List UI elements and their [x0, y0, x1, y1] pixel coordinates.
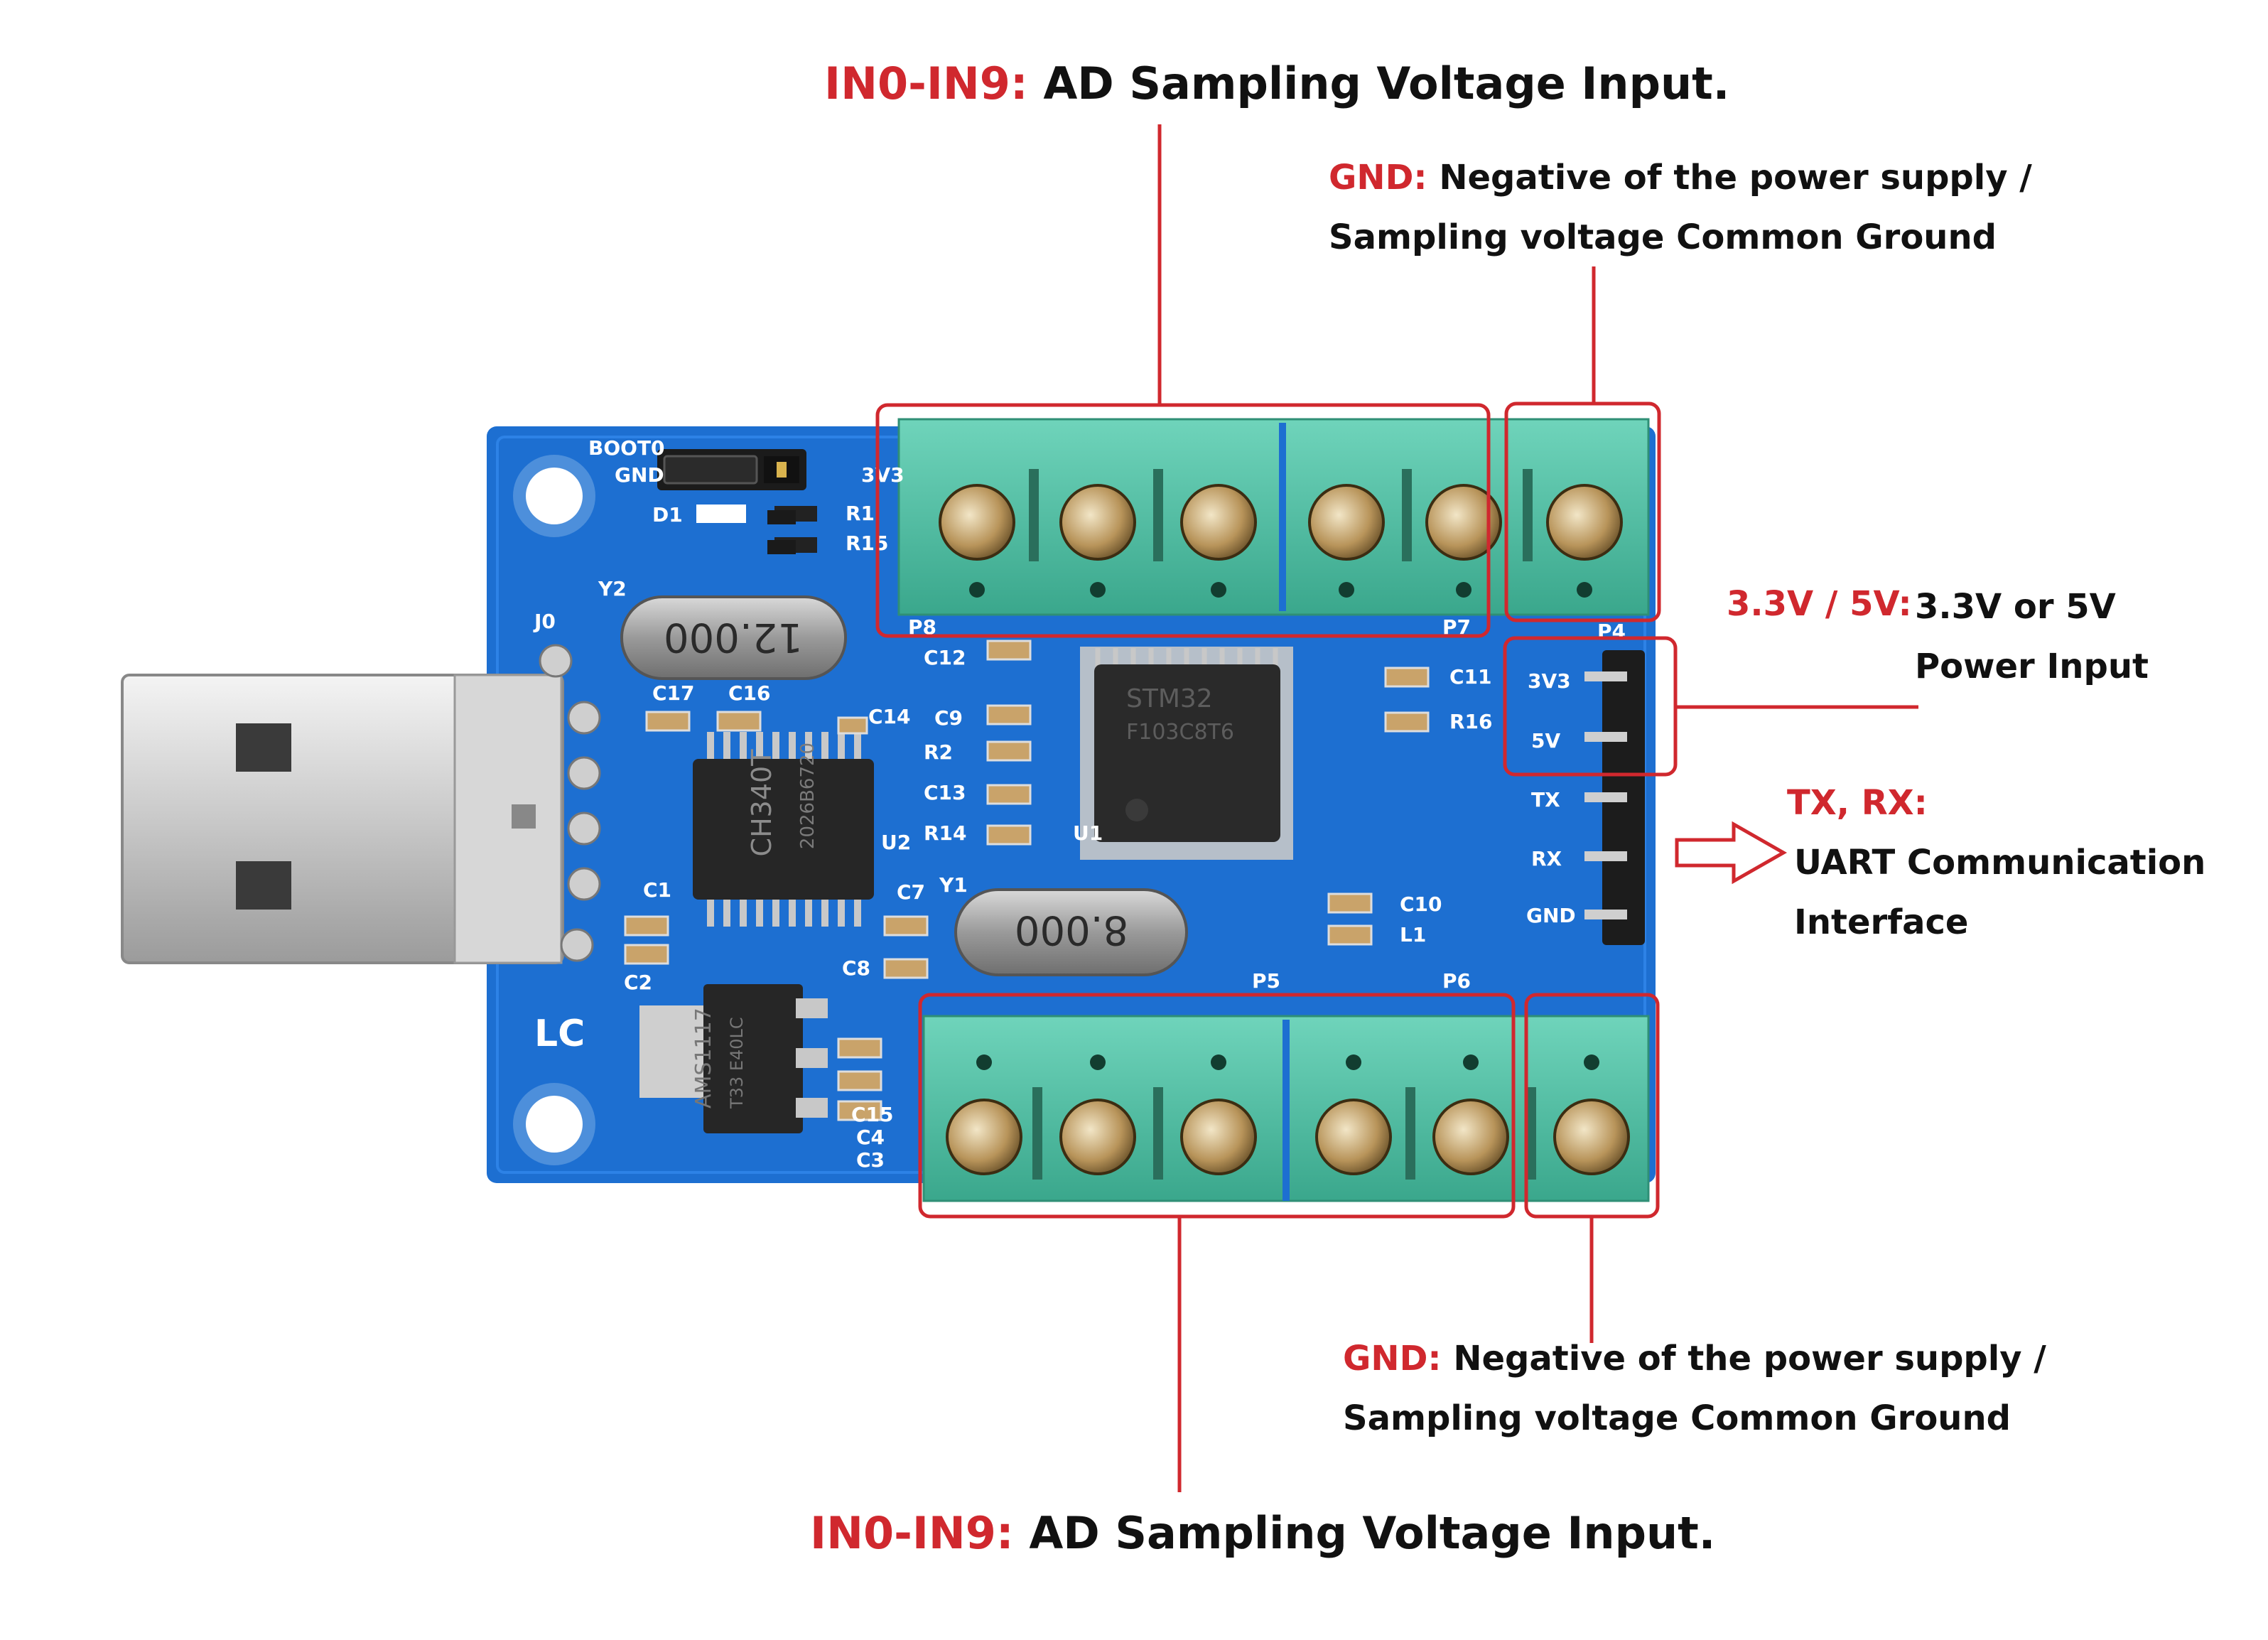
- uart-arrow-icon: [1675, 821, 1788, 885]
- silk-pin-gnd: GND: [1526, 904, 1576, 927]
- silk-c14: C14: [868, 705, 911, 728]
- silk-u1: U1: [1073, 821, 1103, 845]
- silkscreen: BOOT0 GND 3V3 D1 R1 R15 Y2 J0 P8 P7 P4 C…: [533, 436, 1626, 1172]
- mounting-hole-top: [513, 455, 595, 537]
- silk-pin-tx: TX: [1531, 788, 1560, 811]
- silk-p6: P6: [1442, 969, 1471, 993]
- silk-c12: C12: [924, 646, 966, 669]
- highlight-boxes: [875, 401, 1678, 1219]
- silk-pin-rx: RX: [1531, 847, 1562, 870]
- crystal-bottom-label: 8.000: [1015, 907, 1128, 953]
- silk-c17: C17: [652, 681, 695, 705]
- silk-y1: Y1: [939, 873, 968, 897]
- mcu-chip: STM32 F103C8T6: [1080, 647, 1293, 860]
- silk-r1: R1: [846, 502, 875, 525]
- crystal-12mhz: 12.000: [620, 595, 847, 680]
- callout-top-inputs: IN0-IN9: AD Sampling Voltage Input.: [824, 55, 1729, 112]
- callout-bottom-inputs-key: IN0-IN9:: [810, 1507, 1014, 1559]
- callout-bottom-gnd: GND: Negative of the power supply / Samp…: [1343, 1329, 2231, 1448]
- callout-uart-text-wrap: UART Communication Interface: [1794, 833, 2235, 952]
- silk-c10: C10: [1400, 892, 1442, 916]
- silk-u2: U2: [881, 831, 911, 854]
- mcu-label-1: STM32: [1126, 684, 1213, 713]
- callout-top-inputs-text: AD Sampling Voltage Input.: [1027, 58, 1730, 109]
- regulator-label-2: T33 E40LC: [727, 1017, 747, 1109]
- smd-components: [624, 510, 1430, 1121]
- callout-power-key: 3.3V / 5V:: [1727, 584, 1912, 624]
- callout-bottom-gnd-text: Negative of the power supply / Sampling …: [1343, 1339, 2046, 1438]
- usb-pads: [539, 644, 601, 962]
- terminal-block-top: [897, 418, 1650, 616]
- usb-connector: [121, 674, 564, 964]
- silk-l1: L1: [1400, 923, 1426, 946]
- callout-bottom-inputs-text: AD Sampling Voltage Input.: [1013, 1507, 1716, 1559]
- boot-jumper: [657, 449, 817, 553]
- silk-c16: C16: [728, 681, 771, 705]
- silk-3v3: 3V3: [861, 463, 904, 487]
- callout-power-text-wrap: 3.3V or 5V Power Input: [1915, 577, 2242, 696]
- regulator-label-1: AMS1117: [691, 1008, 716, 1108]
- box-bottom-inputs: [918, 993, 1516, 1219]
- silk-c13: C13: [924, 781, 966, 804]
- callout-top-gnd-text: Negative of the power supply / Sampling …: [1329, 158, 2032, 257]
- callout-uart-key: TX, RX:: [1787, 783, 1928, 823]
- silk-c15: C15: [851, 1103, 894, 1126]
- leader-lines: [1157, 124, 1918, 1492]
- silk-r14: R14: [924, 821, 967, 845]
- silk-c9: C9: [934, 706, 963, 730]
- silk-c7: C7: [897, 880, 925, 904]
- usb-chip-code: 2026B6720: [797, 743, 819, 849]
- silk-p5: P5: [1252, 969, 1280, 993]
- silk-r2: R2: [924, 740, 953, 764]
- crystal-8mhz: 8.000: [954, 888, 1188, 976]
- mcu-label-2: F103C8T6: [1126, 720, 1234, 745]
- silk-pin-5v: 5V: [1531, 729, 1560, 752]
- silk-c3: C3: [856, 1148, 885, 1172]
- silk-d1: D1: [652, 503, 683, 527]
- silk-c1: C1: [643, 878, 671, 902]
- usb-serial-chip: CH340T 2026B6720: [693, 732, 874, 927]
- callout-power-key-wrap: 3.3V / 5V:: [1727, 574, 1912, 634]
- uart-power-header: [1584, 650, 1645, 945]
- callout-uart-key-wrap: TX, RX:: [1787, 773, 1928, 833]
- silk-pin-3v3: 3V3: [1528, 669, 1571, 693]
- callout-bottom-inputs: IN0-IN9: AD Sampling Voltage Input.: [810, 1505, 1715, 1562]
- silk-c11: C11: [1449, 665, 1492, 689]
- callout-bottom-gnd-key: GND:: [1343, 1339, 1442, 1379]
- silk-boot: BOOT0: [588, 436, 665, 460]
- silk-c4: C4: [856, 1126, 885, 1149]
- callout-uart-text: UART Communication Interface: [1794, 843, 2206, 942]
- terminal-block-bottom: [922, 1015, 1650, 1202]
- callout-top-gnd-key: GND:: [1329, 158, 1427, 198]
- silk-logo: LC: [534, 1013, 585, 1055]
- silk-c8: C8: [842, 956, 870, 980]
- silk-y2: Y2: [598, 577, 627, 600]
- callout-power-text: 3.3V or 5V Power Input: [1915, 587, 2149, 686]
- silk-c2: C2: [624, 971, 652, 994]
- crystal-top-label: 12.000: [664, 614, 803, 660]
- silk-gnd: GND: [615, 463, 664, 487]
- mounting-hole-bottom: [513, 1083, 595, 1165]
- callout-top-inputs-key: IN0-IN9:: [824, 58, 1028, 109]
- silk-j0: J0: [533, 610, 556, 633]
- callout-top-gnd: GND: Negative of the power supply / Samp…: [1329, 148, 2217, 267]
- silk-r16: R16: [1449, 710, 1493, 733]
- voltage-regulator: AMS1117 T33 E40LC: [639, 984, 828, 1133]
- usb-chip-label: CH340T: [746, 749, 777, 857]
- box-top-inputs: [875, 403, 1491, 638]
- box-top-gnd: [1504, 401, 1661, 622]
- silk-r15: R15: [846, 532, 889, 555]
